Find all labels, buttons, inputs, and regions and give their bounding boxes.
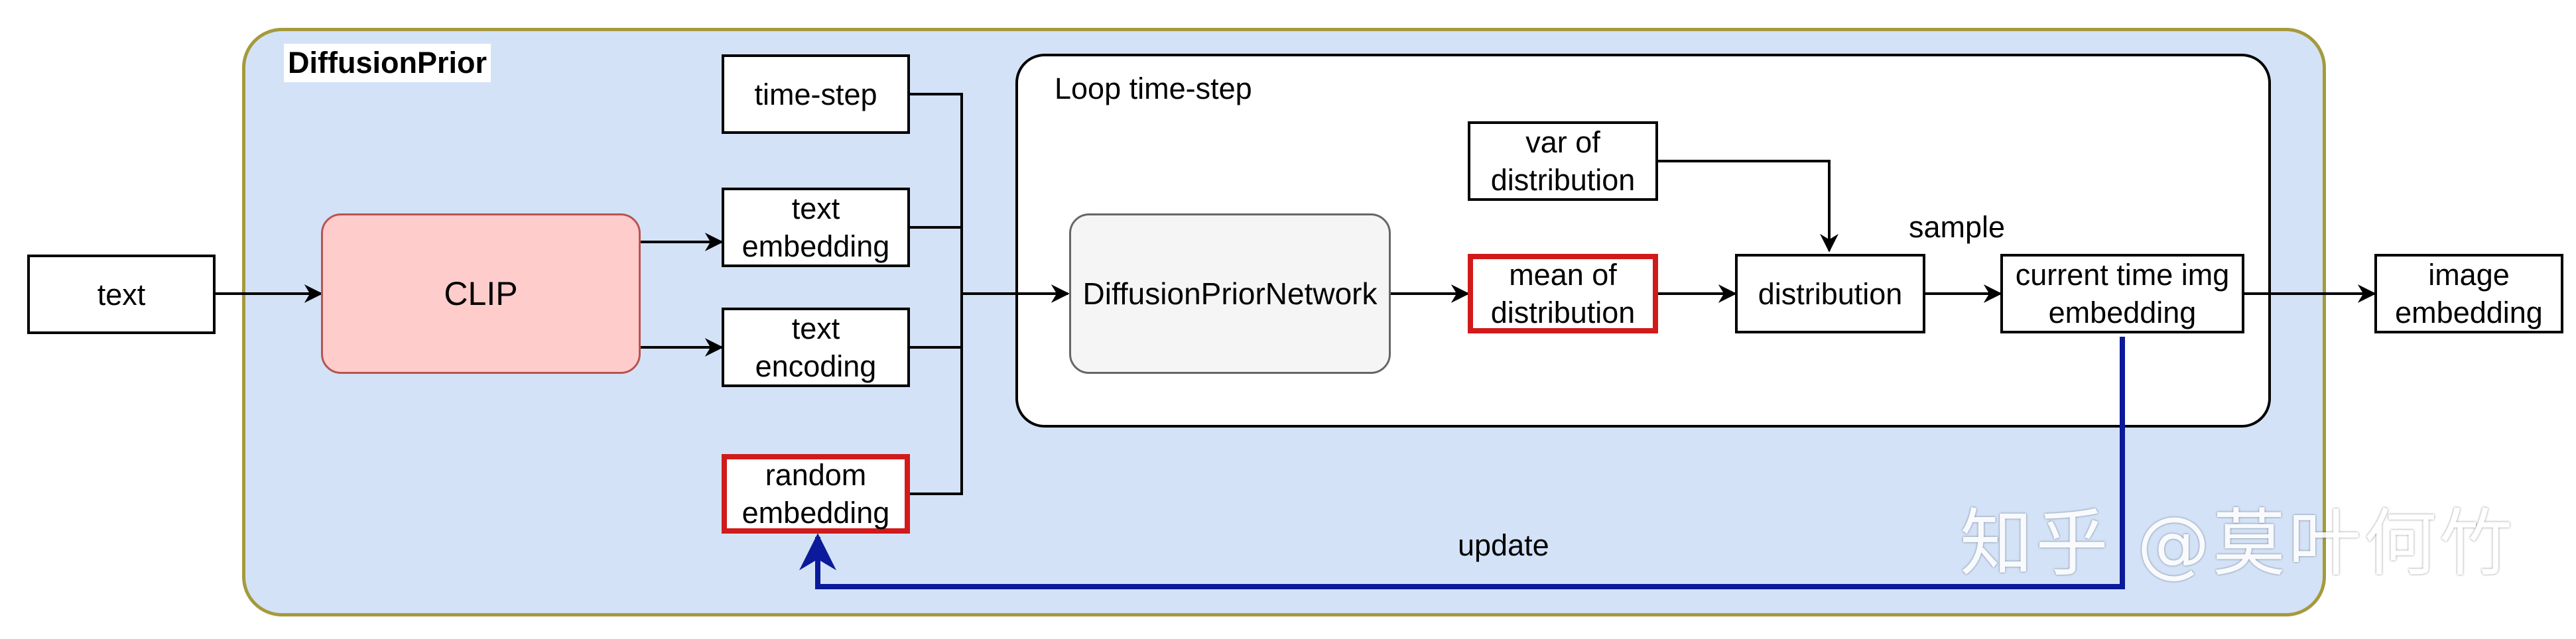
edge-update-loop: [799, 337, 2125, 589]
text-input-label: text: [97, 277, 146, 312]
image-embedding-line-1: image: [2428, 258, 2510, 292]
random-embedding-node: random embedding: [722, 454, 910, 534]
var-line-1: var of: [1525, 125, 1600, 159]
watermark: 知乎 @莫叶何竹: [1960, 501, 2515, 586]
diffusion-prior-network-label: DiffusionPriorNetwork: [1082, 276, 1378, 311]
var-line-2: distribution: [1490, 163, 1636, 197]
clip-node: CLIP: [321, 213, 641, 374]
text-encoding-line-2: encoding: [755, 349, 877, 383]
text-embedding-node: text embedding: [722, 188, 910, 267]
container-title: DiffusionPrior: [284, 44, 491, 82]
image-embedding-node: image embedding: [2374, 254, 2563, 333]
clip-label: CLIP: [444, 274, 518, 312]
distribution-label: distribution: [1758, 276, 1903, 311]
current-time-img-embedding-node: current time img embedding: [2000, 254, 2244, 333]
edge-time-step-merge: [910, 93, 963, 495]
text-input-node: text: [27, 255, 216, 334]
mean-line-1: mean of: [1509, 258, 1617, 292]
text-embedding-line-1: text: [791, 192, 840, 225]
time-step-node: time-step: [722, 54, 910, 134]
text-embedding-line-2: embedding: [741, 229, 890, 263]
image-embedding-line-2: embedding: [2395, 296, 2543, 329]
edge-label-sample: sample: [1909, 210, 2006, 244]
text-encoding-line-1: text: [791, 312, 840, 345]
diffusion-prior-network-node: DiffusionPriorNetwork: [1069, 213, 1391, 374]
loop-title: Loop time-step: [1055, 72, 1252, 105]
edge-label-update: update: [1458, 528, 1549, 562]
current-line-2: embedding: [2048, 296, 2197, 329]
random-embedding-line-1: random: [765, 458, 867, 492]
var-of-distribution-node: var of distribution: [1468, 121, 1658, 201]
current-line-1: current time img: [2015, 258, 2230, 292]
text-encoding-node: text encoding: [722, 308, 910, 387]
mean-line-2: distribution: [1490, 296, 1636, 329]
time-step-label: time-step: [754, 77, 877, 111]
edge-var-to-distribution: [1658, 160, 1838, 253]
random-embedding-line-2: embedding: [741, 496, 890, 530]
distribution-node: distribution: [1735, 254, 1925, 333]
mean-of-distribution-node: mean of distribution: [1468, 254, 1658, 333]
